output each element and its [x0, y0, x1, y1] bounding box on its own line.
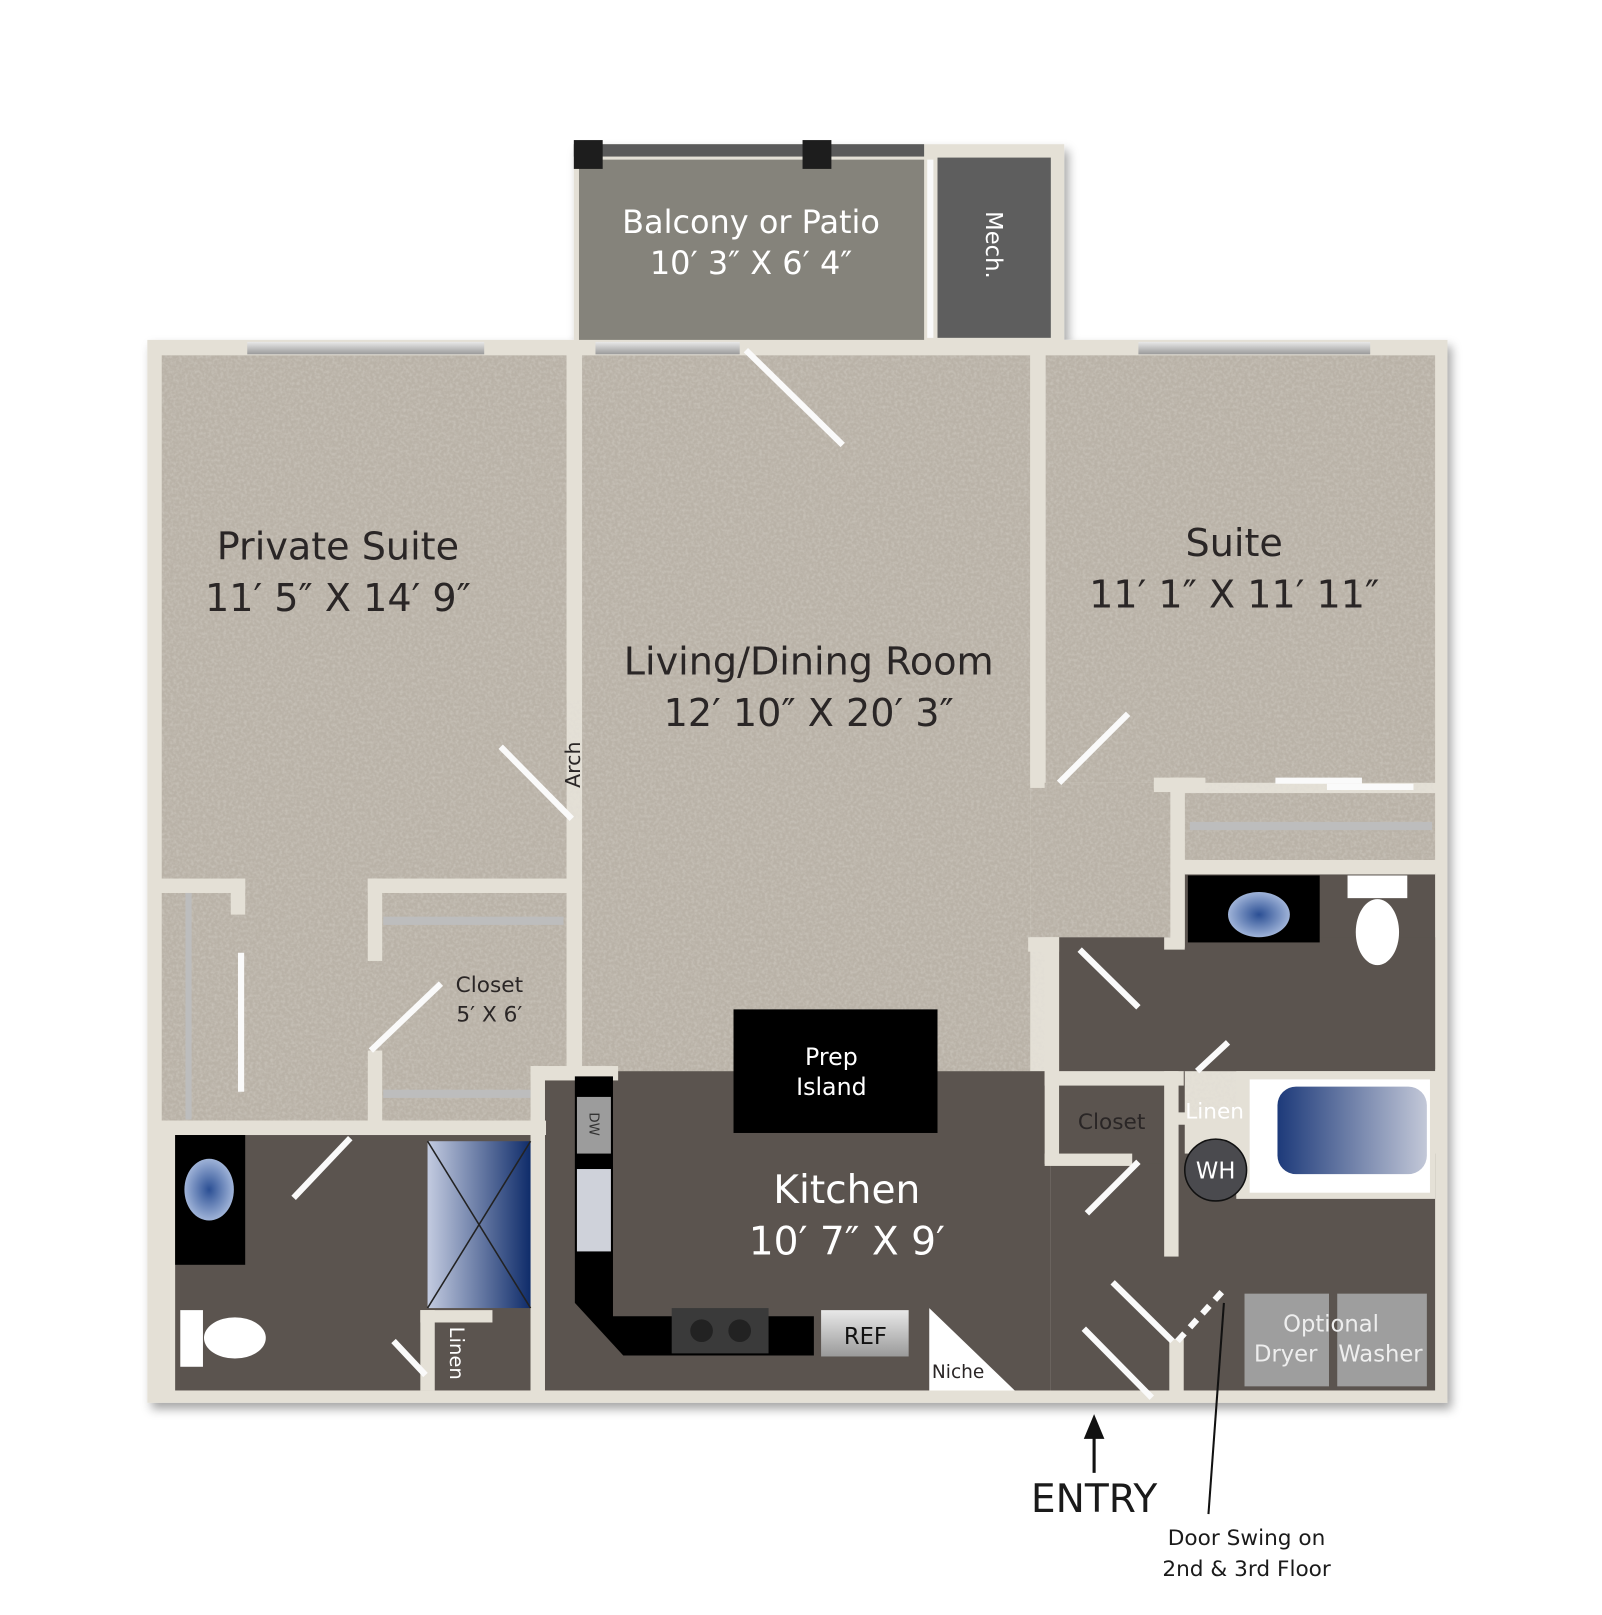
living-name: Living/Dining Room	[624, 640, 994, 684]
kitchen-size: 10′ 7″ X 9′	[749, 1220, 945, 1265]
dryer	[1244, 1293, 1329, 1387]
washer	[1337, 1293, 1427, 1387]
burner	[728, 1319, 752, 1343]
mech-label: Mech.	[980, 211, 1006, 279]
mech-room	[937, 157, 1051, 338]
prep-island-line1: Prep	[805, 1043, 858, 1071]
linen-right-label: Linen	[1185, 1100, 1244, 1125]
linen-left-label: Linen	[445, 1327, 468, 1380]
burner	[690, 1319, 713, 1343]
sink-left	[184, 1158, 234, 1221]
niche	[929, 1308, 1015, 1391]
walk-in-closet-name: Closet	[456, 973, 523, 998]
prep-island-line2: Island	[796, 1073, 866, 1101]
dishwasher-label: DW	[585, 1112, 600, 1136]
balcony-name: Balcony or Patio	[622, 203, 880, 241]
sink-right	[1228, 891, 1290, 938]
range	[671, 1308, 769, 1354]
toilet-left	[203, 1317, 266, 1359]
windows	[247, 341, 1371, 355]
doors	[237, 159, 1414, 1400]
arch-label: Arch	[561, 741, 585, 787]
suite-size: 11′ 1″ X 11′ 11″	[1089, 573, 1379, 617]
suite-name: Suite	[1186, 521, 1283, 565]
railing-post	[573, 140, 603, 169]
water-heater-label: WH	[1196, 1158, 1235, 1184]
carpet-areas	[161, 355, 1436, 1154]
niche-label: Niche	[932, 1362, 984, 1383]
refrigerator	[821, 1310, 909, 1357]
walk-in-closet-size: 5′ X 6′	[456, 1003, 522, 1028]
door-swing-note-line2: 2nd & 3rd Floor	[1162, 1557, 1331, 1582]
kitchen-name: Kitchen	[773, 1168, 920, 1213]
refrigerator-label: REF	[844, 1324, 887, 1350]
door-swing-note-line1: Door Swing on	[1168, 1526, 1326, 1551]
toilet-right	[1355, 899, 1400, 966]
entry-arrow	[1083, 1414, 1105, 1473]
prep-island	[733, 1009, 938, 1133]
laundry-washer: Washer	[1338, 1342, 1423, 1368]
water-heater	[1183, 1138, 1248, 1202]
bathtub	[1277, 1086, 1427, 1175]
dishwasher	[576, 1096, 611, 1154]
closet-shelves	[185, 821, 1433, 1120]
entry-label: ENTRY	[1031, 1477, 1158, 1522]
balcony-size: 10′ 3″ X 6′ 4″	[650, 244, 852, 282]
railing-post	[802, 140, 832, 169]
balcony-railing	[573, 144, 925, 157]
door-swing-leader	[1207, 1302, 1225, 1515]
sink	[576, 1169, 611, 1252]
closet-label: Closet	[1078, 1110, 1145, 1135]
living-size: 12′ 10″ X 20′ 3″	[664, 691, 954, 735]
private-suite-size: 11′ 5″ X 14′ 9″	[205, 576, 471, 620]
laundry-dryer: Dryer	[1254, 1342, 1318, 1368]
laundry-optional: Optional	[1283, 1312, 1379, 1338]
balcony	[578, 159, 925, 340]
bath-fixtures	[175, 875, 1430, 1387]
private-suite-name: Private Suite	[217, 524, 459, 568]
kitchen-counter	[574, 1009, 1015, 1391]
